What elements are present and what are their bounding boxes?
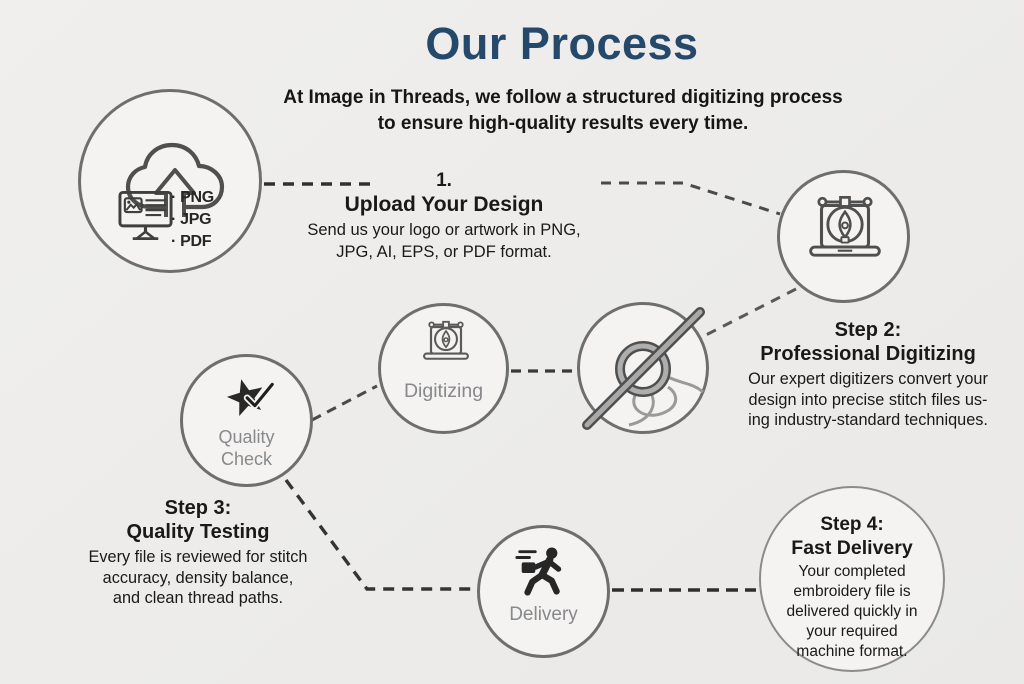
step-2-body: Our expert digitizers convert your desig… [748, 370, 988, 429]
fast-delivery-circle: Step 4: Fast Delivery Your completed emb… [759, 486, 945, 672]
page-title: Our Process [425, 18, 699, 69]
step-4-block: Step 4: Fast Delivery Your completed emb… [761, 513, 943, 662]
digitizing-label: Digitizing [403, 380, 484, 402]
step-3-heading: Quality Testing [126, 521, 270, 543]
file-format-list: · PNG · JPG · PDF [171, 187, 214, 253]
needle-thread-circle [577, 302, 709, 434]
monitor-icon [118, 190, 173, 240]
quality-check-circle: Quality Check [180, 354, 313, 487]
step-2-label: Step 2: [834, 319, 902, 341]
step-1-number: 1. [436, 170, 452, 191]
delivery-label: Delivery [509, 604, 578, 625]
needle-thread-icon [582, 307, 705, 430]
pen-tool-laptop-icon [809, 196, 881, 257]
delivery-node-circle: Delivery [477, 525, 610, 658]
upload-design-circle: · PNG · JPG · PDF [78, 89, 262, 273]
page-subtitle: At Image in Threads, we follow a structu… [233, 85, 893, 137]
step-1-heading: Upload Your Design [344, 193, 544, 216]
step-4-heading: Fast Delivery [791, 537, 913, 559]
professional-digitizing-circle [777, 170, 910, 303]
star-check-icon [226, 379, 276, 416]
delivery-runner-icon [515, 547, 562, 596]
step-3-block: Step 3: Quality Testing Every file is re… [53, 497, 343, 609]
step-3-label: Step 3: [164, 497, 232, 519]
quality-check-label: Quality Check [218, 427, 275, 469]
step-2-heading: Professional Digitizing [760, 343, 976, 365]
format-pdf: · PDF [171, 233, 212, 250]
subtitle-line-1: At Image in Threads, we follow a structu… [283, 87, 843, 108]
step-4-label: Step 4: [820, 514, 884, 535]
step-1-body: Send us your logo or artwork in PNG, JPG… [307, 221, 581, 261]
step-3-body: Every file is reviewed for stitch accura… [88, 548, 308, 607]
subtitle-line-2: to ensure high-quality results every tim… [377, 113, 749, 134]
step-4-body: Your completed embroidery file is delive… [786, 563, 918, 660]
digitizing-node-circle: Digitizing [378, 303, 509, 434]
pen-tool-laptop-icon-small [423, 320, 469, 360]
step-1-block: 1. Upload Your Design Send us your logo … [284, 169, 604, 263]
step-2-block: Step 2: Professional Digitizing Our expe… [718, 319, 1018, 431]
format-png: · PNG [171, 189, 214, 206]
format-jpg: · JPG [171, 211, 212, 228]
